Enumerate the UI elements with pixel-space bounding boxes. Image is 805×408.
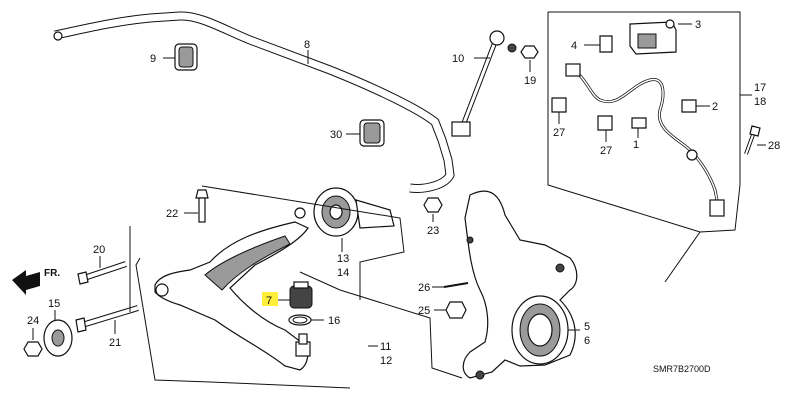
callout-17: 17 [754, 82, 766, 94]
callout-6: 6 [584, 335, 590, 347]
adjusting-cam-15 [43, 319, 73, 357]
front-label: FR. [44, 268, 60, 279]
callout-18: 18 [754, 96, 766, 108]
nut-24 [23, 341, 43, 357]
bolt-21 [75, 305, 139, 333]
callout-27a: 27 [553, 127, 565, 139]
callout-8: 8 [304, 39, 310, 51]
nut-19 [520, 45, 539, 59]
callout-24: 24 [27, 315, 39, 327]
callout-28: 28 [768, 140, 780, 152]
sensor-bracket-3 [629, 19, 677, 55]
stabilizer-bar [53, 11, 455, 193]
callout-30: 30 [330, 129, 342, 141]
callout-1: 1 [633, 139, 639, 151]
clip-27b [597, 115, 613, 131]
callout-9: 9 [150, 53, 156, 65]
stabilizer-bushing-9 [174, 43, 198, 71]
bolt-20 [77, 261, 127, 285]
wheel-sensor-cable [571, 68, 720, 206]
callout-11: 11 [380, 341, 391, 353]
callout-23: 23 [427, 225, 439, 237]
callout-4: 4 [571, 40, 577, 52]
stabilizer-bushing-30 [359, 119, 385, 147]
callout-21: 21 [109, 337, 121, 349]
lower-control-arm [154, 207, 309, 371]
callout-25: 25 [418, 305, 430, 317]
callout-13: 13 [337, 253, 349, 265]
bolt-22 [195, 189, 209, 223]
clip-2 [681, 99, 697, 113]
wheel-sensor-group-box [547, 11, 741, 283]
callout-2: 2 [712, 101, 718, 113]
callout-7: 7 [266, 295, 272, 307]
clip-4 [599, 35, 613, 53]
castle-nut-25 [445, 301, 467, 319]
boot-7 [289, 281, 313, 309]
callout-3: 3 [695, 19, 701, 31]
diagram-code: SMR7B2700D [653, 364, 711, 374]
callout-19: 19 [524, 75, 536, 87]
lower-arm-bushing [313, 187, 395, 237]
callout-26: 26 [418, 282, 430, 294]
callout-10: 10 [452, 53, 464, 65]
stabilizer-link [451, 30, 517, 137]
callout-14: 14 [337, 267, 349, 279]
callout-16: 16 [328, 315, 340, 327]
bolt-28 [744, 125, 761, 155]
ball-joint [295, 333, 311, 357]
callout-12: 12 [380, 355, 392, 367]
highlight-7 [262, 292, 278, 306]
steering-knuckle [462, 190, 578, 380]
nut-23 [423, 197, 443, 213]
callout-5: 5 [584, 321, 590, 333]
callout-20: 20 [93, 244, 105, 256]
front-direction-arrow: FR. [12, 268, 60, 295]
clip-27a [551, 97, 567, 113]
callout-15: 15 [48, 298, 60, 310]
callout-22: 22 [166, 208, 178, 220]
callout-27b: 27 [600, 145, 612, 157]
clip-1 [631, 117, 647, 129]
